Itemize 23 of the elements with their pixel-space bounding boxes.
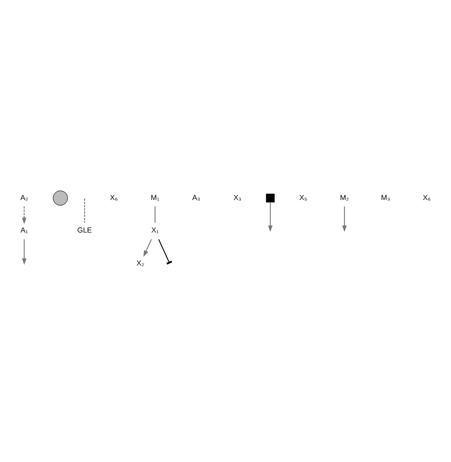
node-text: X₁ bbox=[151, 226, 159, 235]
connector bbox=[158, 238, 170, 262]
node-box bbox=[266, 194, 275, 202]
connector bbox=[84, 198, 86, 224]
arrow bbox=[22, 206, 26, 224]
arrow bbox=[342, 206, 347, 232]
node-text: GLE bbox=[77, 226, 92, 235]
node-text: A₂ bbox=[20, 192, 28, 202]
node-text: X₅ bbox=[299, 192, 308, 202]
node-circle bbox=[52, 190, 68, 206]
node-text: X₃ bbox=[233, 192, 242, 202]
node-text: X₂ bbox=[136, 258, 144, 268]
node-text: M₃ bbox=[381, 192, 390, 202]
node-text: X₆ bbox=[422, 192, 431, 202]
arrow bbox=[22, 238, 26, 265]
arrow bbox=[143, 238, 152, 257]
node-text: A₁ bbox=[20, 226, 28, 235]
node-text: M₁ bbox=[150, 192, 160, 202]
connector bbox=[154, 206, 156, 224]
arrow bbox=[268, 202, 273, 232]
node-text: M₂ bbox=[340, 192, 349, 202]
node-text: X₆ bbox=[110, 192, 118, 202]
node-text: A₃ bbox=[192, 192, 200, 202]
